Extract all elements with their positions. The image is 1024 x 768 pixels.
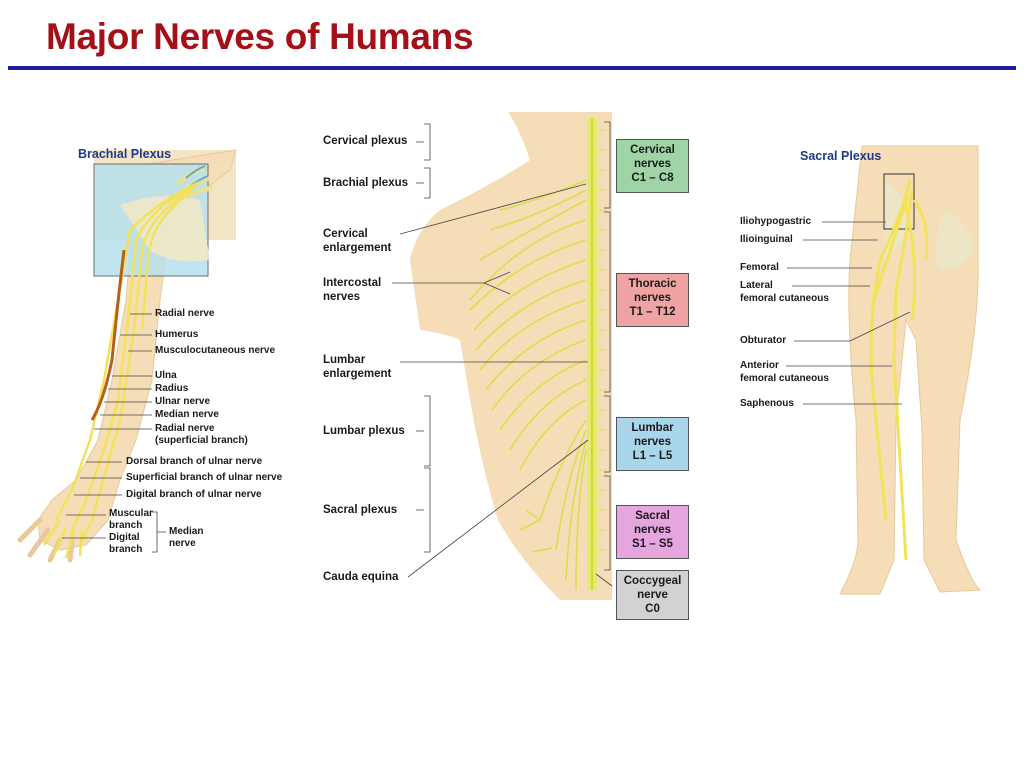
label-iliohypogastric: Iliohypogastric [740,216,812,227]
label-superficial-branch: (superficial branch) [155,435,248,446]
label-obturator: Obturator [740,335,787,346]
brachial-leader-lines [62,313,166,553]
label-cervical: Cervical [323,228,368,240]
sacral-leader-lines [786,221,911,405]
box-cervical-line3: C1 – C8 [631,172,674,184]
label-cervical-enlargement: enlargement [323,242,392,254]
label-ulnar-nerve: Ulnar nerve [155,396,211,407]
box-lumbar-line2: nerves [633,436,672,448]
box-cervical-line1: Cervical [630,144,675,156]
label-lumbar-plexus: Lumbar plexus [323,425,405,437]
sacral-leg-figure [839,145,982,595]
box-lumbar-line1: Lumbar [631,422,674,434]
brachial-arm-figure [17,149,237,563]
label-median: Median [169,526,204,537]
label-digital-branch: branch [109,544,143,555]
label-radius: Radius [155,383,189,394]
label-saphenous: Saphenous [740,398,794,409]
label-muscular-branch: branch [109,520,143,531]
box-thoracic-line2: nerves [633,292,672,304]
box-lumbar-nerves: Lumbar nerves L1 – L5 [616,417,689,471]
box-lumbar-line3: L1 – L5 [632,450,673,462]
box-cervical-line2: nerves [633,158,672,170]
label-digital: Digital [109,532,140,543]
label-lumbar-enlargement: enlargement [323,368,392,380]
box-thoracic-line3: T1 – T12 [629,306,676,318]
label-brachial-plexus: Brachial plexus [323,177,409,189]
label-anterior-femoral-cutaneous: femoral cutaneous [740,373,829,384]
label-median-nerve-group: nerve [169,538,196,549]
label-musculocutaneous-nerve: Musculocutaneous nerve [155,345,276,356]
brachial-plexus-heading: Brachial Plexus [78,147,172,161]
spine-torso-figure [410,112,612,600]
label-sacral-plexus: Sacral plexus [323,504,398,516]
label-superficial-branch-ulnar: Superficial branch of ulnar nerve [126,472,283,483]
label-lumbar: Lumbar [323,354,366,366]
page-title: Major Nerves of Humans [46,16,474,57]
box-coccygeal-line1: Coccygeal [623,575,682,587]
label-ilioinguinal: Ilioinguinal [740,234,793,245]
sacral-plexus-heading: Sacral Plexus [800,149,882,163]
label-cauda-equina: Cauda equina [323,571,399,583]
title-rule [8,66,1016,70]
box-sacral-line3: S1 – S5 [632,538,673,550]
label-humerus: Humerus [155,329,199,340]
box-cervical-nerves: Cervical nerves C1 – C8 [616,139,689,193]
label-intercostal: Intercostal [323,277,382,289]
box-sacral-line1: Sacral [635,510,670,522]
label-lateral: Lateral [740,280,773,291]
spine-brackets [392,121,613,587]
label-lateral-femoral-cutaneous: femoral cutaneous [740,293,829,304]
label-anterior: Anterior [740,360,779,371]
label-dorsal-branch-ulnar: Dorsal branch of ulnar nerve [126,456,263,467]
box-coccygeal-line3: C0 [645,603,660,615]
label-radial-nerve: Radial nerve [155,308,215,319]
label-digital-branch-ulnar: Digital branch of ulnar nerve [126,489,262,500]
label-muscular: Muscular [109,508,153,519]
label-radial-nerve-superficial: Radial nerve [155,423,215,434]
box-thoracic-nerves: Thoracic nerves T1 – T12 [616,273,689,327]
label-cervical-plexus: Cervical plexus [323,135,408,147]
label-femoral: Femoral [740,262,779,273]
label-intercostal-nerves: nerves [323,291,361,303]
box-coccygeal-line2: nerve [637,589,668,601]
box-sacral-nerves: Sacral nerves S1 – S5 [616,505,689,559]
box-coccygeal-nerve: Coccygeal nerve C0 [616,570,689,620]
label-ulna: Ulna [155,370,177,381]
box-thoracic-line1: Thoracic [628,278,677,290]
box-sacral-line2: nerves [633,524,672,536]
label-median-nerve: Median nerve [155,409,219,420]
